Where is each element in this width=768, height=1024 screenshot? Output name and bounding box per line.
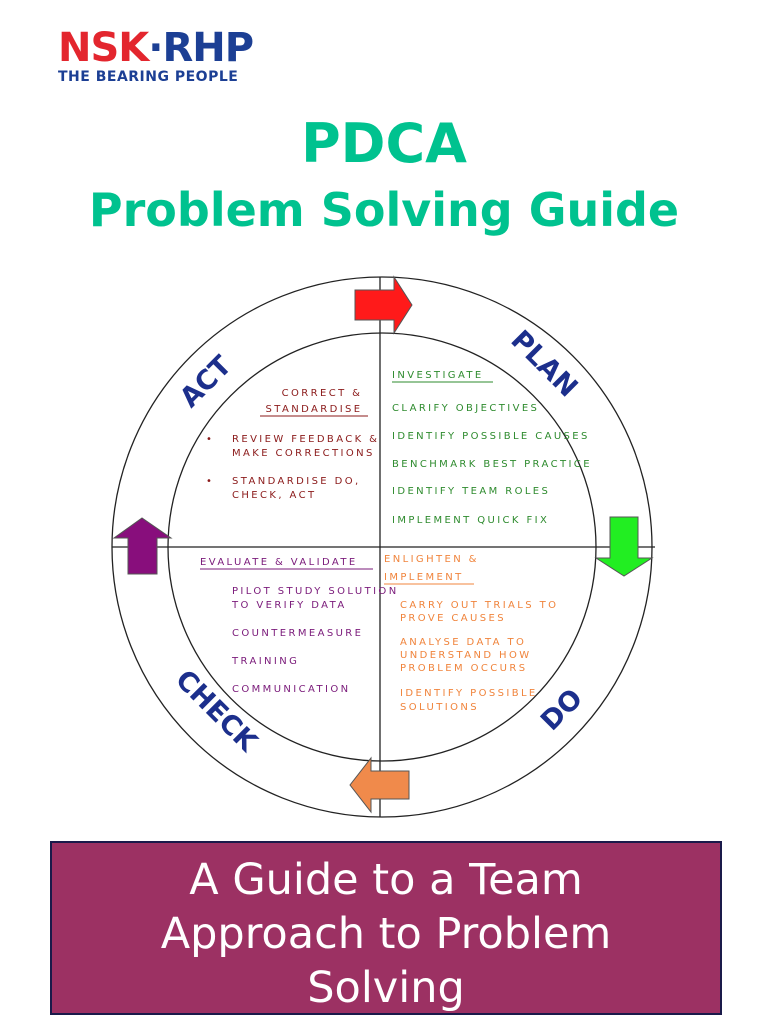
logo-wordmark: NSK·RHP [58,25,254,71]
page-title: PDCA [301,112,467,175]
check-item: COMMUNICATION [232,684,351,695]
pdca-cycle-diagram: PLAN ACT CHECK DO INVESTIGATE CLARIFY OB… [111,275,655,818]
banner-line: Solving [307,963,465,1013]
do-item: CARRY OUT TRIALS TO [400,600,558,611]
plan-item: CLARIFY OBJECTIVES [392,403,539,414]
do-item: ANALYSE DATA TO [400,637,526,648]
act-bullet-icon: • [206,434,212,445]
company-logo: NSK·RHP THE BEARING PEOPLE [58,25,254,85]
check-item: COUNTERMEASURE [232,628,363,639]
page-subtitle: Problem Solving Guide [88,183,680,237]
plan-label: PLAN [505,325,584,404]
do-item: UNDERSTAND HOW [400,650,532,661]
arrow-left-icon [349,756,410,814]
act-bullet-text: REVIEW FEEDBACK & [232,434,379,445]
check-item: TRAINING [231,656,299,667]
do-item: SOLUTIONS [400,702,479,713]
logo-dot: · [148,25,163,71]
act-bullet-text: STANDARDISE DO, [232,476,361,487]
act-heading: CORRECT & [282,388,363,399]
act-heading: STANDARDISE [265,404,362,415]
plan-item: IDENTIFY POSSIBLE CAUSES [392,431,590,442]
do-item: PROVE CAUSES [400,613,506,624]
check-item: PILOT STUDY SOLUTION [232,586,399,597]
plan-heading: INVESTIGATE [392,370,484,381]
act-bullet-text: MAKE CORRECTIONS [232,448,375,459]
arrow-up-icon [112,517,173,575]
banner-line: A Guide to a Team [189,855,583,905]
do-heading: IMPLEMENT [384,572,464,583]
arrow-right-icon [354,275,413,335]
plan-item: IDENTIFY TEAM ROLES [392,486,550,497]
logo-nsk: NSK [58,25,149,71]
plan-item: BENCHMARK BEST PRACTICE [392,459,592,470]
arrow-down-icon [594,516,654,577]
do-heading: ENLIGHTEN & [384,554,479,565]
logo-rhp: RHP [162,25,254,71]
check-item: TO VERIFY DATA [231,600,347,611]
check-label: CHECK [169,664,264,759]
subtitle-banner: A Guide to a Team Approach to Problem So… [50,841,722,1015]
plan-item: IMPLEMENT QUICK FIX [392,515,549,526]
act-bullet-text: CHECK, ACT [232,490,316,501]
do-item: IDENTIFY POSSIBLE [400,688,538,699]
act-label: ACT [174,350,238,414]
act-bullet-icon: • [206,476,212,487]
check-heading: EVALUATE & VALIDATE [200,557,358,568]
do-item: PROBLEM OCCURS [400,663,527,674]
banner-line: Approach to Problem [160,909,612,959]
logo-tagline: THE BEARING PEOPLE [58,69,239,85]
